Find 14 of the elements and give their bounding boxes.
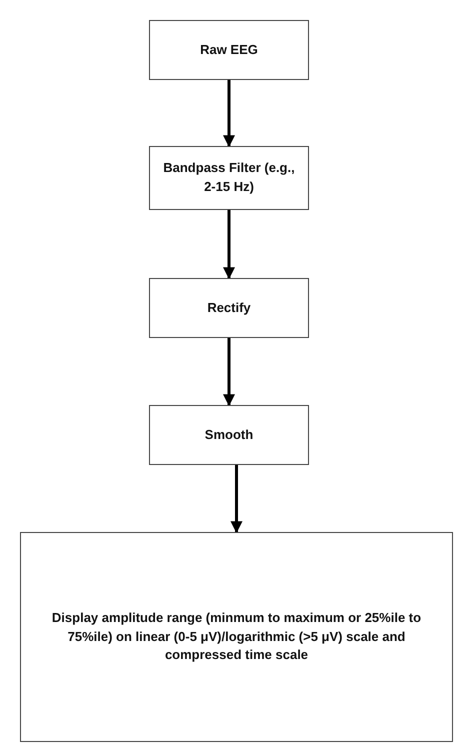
arrow: [223, 80, 235, 148]
process-box: [149, 146, 309, 210]
arrow: [223, 210, 235, 280]
process-box: [149, 20, 309, 80]
process-box: [149, 278, 309, 338]
box-label: Bandpass Filter (e.g., 2-15 Hz): [162, 159, 296, 196]
box-label: Display amplitude range (minmum to maximum or 25%ile to 75%ile) on linear (0-5 μV)/logarithmic (>5 μV) scale and compressed time scale: [50, 608, 422, 664]
box-label: Raw EEG: [200, 40, 258, 59]
box-label: Rectify: [207, 298, 251, 317]
process-box: [149, 405, 309, 465]
box-label: Smooth: [204, 426, 254, 444]
process-box: [20, 532, 453, 742]
arrow: [223, 338, 235, 406]
arrow: [230, 465, 242, 534]
